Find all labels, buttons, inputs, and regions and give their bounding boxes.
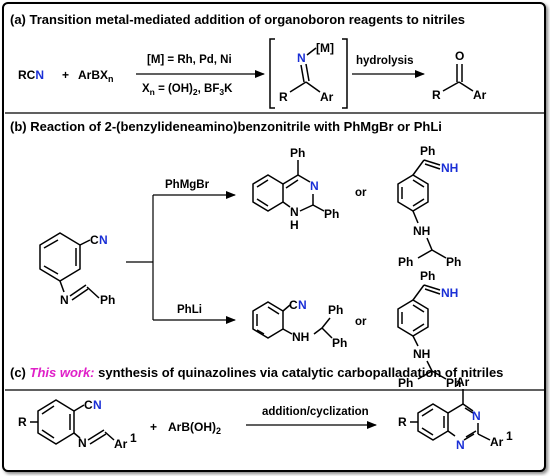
imine-amine-product-top: Ph NH NH Ph Ph bbox=[397, 144, 461, 269]
svg-text:Ph: Ph bbox=[328, 303, 343, 317]
svg-text:Ar: Ar bbox=[320, 90, 334, 104]
arylboronic-acid: ArB(OH)2 bbox=[168, 420, 221, 436]
quinazoline-product: R Ar N N Ar 1 bbox=[398, 375, 513, 452]
substituted-imine-nitrile: C N R N Ar 1 bbox=[18, 398, 137, 451]
svg-text:Ph: Ph bbox=[332, 336, 347, 350]
svg-text:Ph: Ph bbox=[446, 376, 461, 390]
or-label-top: or bbox=[355, 187, 367, 199]
svg-text:C: C bbox=[90, 233, 99, 247]
svg-text:Ar: Ar bbox=[456, 375, 470, 389]
metal-conditions: [M] = Rh, Pd, Ni bbox=[147, 54, 232, 66]
nitrile-reagent: RCN bbox=[18, 68, 44, 82]
imine-metal-intermediate: N [M] R Ar bbox=[269, 38, 348, 109]
section-c-title: (c) This work: synthesis of quinazolines… bbox=[10, 365, 503, 380]
section-a-title: (a) Transition metal-mediated addition o… bbox=[10, 12, 465, 27]
svg-text:N: N bbox=[290, 205, 299, 219]
svg-text:RCN: RCN bbox=[18, 68, 44, 82]
plus-sign-a: + bbox=[62, 68, 69, 82]
plus-sign-c: + bbox=[150, 420, 157, 434]
svg-text:N: N bbox=[60, 293, 69, 307]
svg-text:NH: NH bbox=[441, 286, 458, 300]
svg-text:N: N bbox=[472, 409, 481, 423]
ketone-product: O R Ar bbox=[432, 49, 487, 102]
svg-text:N: N bbox=[78, 436, 87, 450]
svg-text:NH: NH bbox=[413, 347, 430, 361]
imine-amine-product-bottom: Ph NH NH Ph Ph bbox=[397, 269, 461, 390]
svg-text:N: N bbox=[456, 438, 465, 452]
svg-text:Ar: Ar bbox=[473, 88, 487, 102]
scheme-frame bbox=[2, 2, 546, 472]
svg-text:Ph: Ph bbox=[420, 144, 435, 158]
svg-text:N: N bbox=[297, 51, 306, 65]
svg-text:C: C bbox=[289, 298, 298, 312]
svg-text:Ph: Ph bbox=[420, 269, 435, 283]
benzonitrile-amine-product: C N NH Ph Ph bbox=[252, 298, 347, 350]
svg-text:[M]: [M] bbox=[316, 41, 334, 55]
addition-cyclization-label: addition/cyclization bbox=[262, 406, 369, 418]
svg-text:NH: NH bbox=[292, 330, 309, 344]
svg-text:Ph: Ph bbox=[290, 146, 305, 160]
organoboron-reagent: ArBXn bbox=[78, 68, 114, 84]
benzylideneamino-benzonitrile: C N N Ph bbox=[39, 232, 115, 307]
svg-text:1: 1 bbox=[506, 429, 513, 443]
svg-text:1: 1 bbox=[130, 431, 137, 445]
svg-text:H: H bbox=[290, 218, 299, 232]
svg-text:O: O bbox=[455, 49, 464, 63]
reagent-phmgbr: PhMgBr bbox=[165, 179, 210, 191]
svg-text:Ar: Ar bbox=[490, 435, 504, 449]
svg-text:N: N bbox=[310, 179, 319, 193]
boron-conditions: Xn = (OH)2, BF3K bbox=[142, 83, 233, 97]
section-b-title: (b) Reaction of 2-(benzylideneamino)benz… bbox=[10, 119, 442, 134]
or-label-bottom: or bbox=[355, 316, 367, 328]
svg-text:Ph: Ph bbox=[446, 255, 461, 269]
svg-text:NH: NH bbox=[441, 161, 458, 175]
svg-text:Ph: Ph bbox=[324, 207, 339, 221]
svg-text:Ph: Ph bbox=[398, 255, 413, 269]
svg-text:NH: NH bbox=[413, 224, 430, 238]
svg-text:Ph: Ph bbox=[100, 293, 115, 307]
hydrolysis-label: hydrolysis bbox=[356, 55, 414, 67]
svg-text:C: C bbox=[84, 398, 93, 412]
svg-text:R: R bbox=[432, 88, 441, 102]
svg-text:R: R bbox=[18, 415, 27, 429]
svg-text:N: N bbox=[298, 298, 307, 312]
svg-text:N: N bbox=[93, 398, 102, 412]
svg-text:R: R bbox=[279, 90, 288, 104]
svg-text:Ph: Ph bbox=[398, 376, 413, 390]
reagent-phli: PhLi bbox=[177, 304, 202, 316]
svg-text:Ar: Ar bbox=[114, 437, 128, 451]
dihydroquinazoline-product: Ph N Ph N H bbox=[252, 146, 339, 232]
svg-text:R: R bbox=[398, 415, 407, 429]
svg-text:N: N bbox=[99, 233, 108, 247]
